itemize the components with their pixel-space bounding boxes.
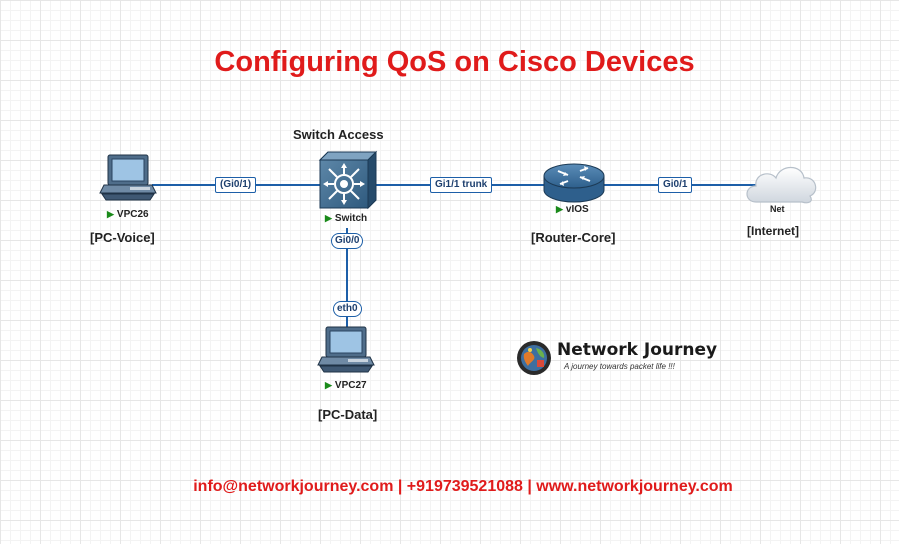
router-icon[interactable]	[543, 163, 605, 203]
interface-label-router-net: Gi0/1	[658, 177, 693, 193]
device-name-vpc26[interactable]: ▶VPC26	[107, 209, 149, 220]
running-status-icon: ▶	[325, 213, 332, 223]
cloud-icon[interactable]	[746, 166, 817, 204]
label-pc-data: [PC-Data]	[318, 407, 378, 422]
device-name-net[interactable]: Net	[770, 204, 785, 214]
running-status-icon: ▶	[107, 209, 114, 219]
desktop-pc-icon[interactable]	[317, 326, 375, 373]
device-name-vpc27[interactable]: ▶VPC27	[325, 380, 367, 391]
logo-tagline: A journey towards packet life !!!	[564, 362, 675, 371]
label-pc-voice: [PC-Voice]	[90, 230, 155, 245]
label-router-core: [Router-Core]	[531, 230, 616, 245]
interface-label-pcdata-up: eth0	[333, 301, 362, 317]
label-internet: [Internet]	[747, 224, 799, 238]
network-journey-logo: Network Journey A journey towards packet…	[516, 338, 746, 380]
diagram-title: Configuring QoS on Cisco Devices	[214, 46, 695, 78]
device-name-vios[interactable]: ▶vIOS	[556, 204, 589, 215]
interface-label-pcvoice-switch: (Gi0/1)	[215, 177, 257, 193]
links	[152, 184, 756, 330]
logo-name: Network Journey	[557, 340, 718, 360]
interface-label-switch-down: Gi0/0	[331, 233, 364, 249]
running-status-icon: ▶	[556, 204, 563, 214]
interface-label-switch-router: Gi1/1 trunk	[430, 177, 493, 193]
switch-access-title: Switch Access	[293, 127, 384, 142]
multilayer-switch-icon[interactable]	[318, 150, 378, 210]
running-status-icon: ▶	[325, 380, 332, 390]
desktop-pc-icon[interactable]	[99, 154, 157, 201]
contact-footer: info@networkjourney.com | +919739521088 …	[193, 478, 733, 495]
device-name-switch[interactable]: ▶Switch	[325, 213, 368, 224]
globe-icon	[517, 341, 551, 375]
